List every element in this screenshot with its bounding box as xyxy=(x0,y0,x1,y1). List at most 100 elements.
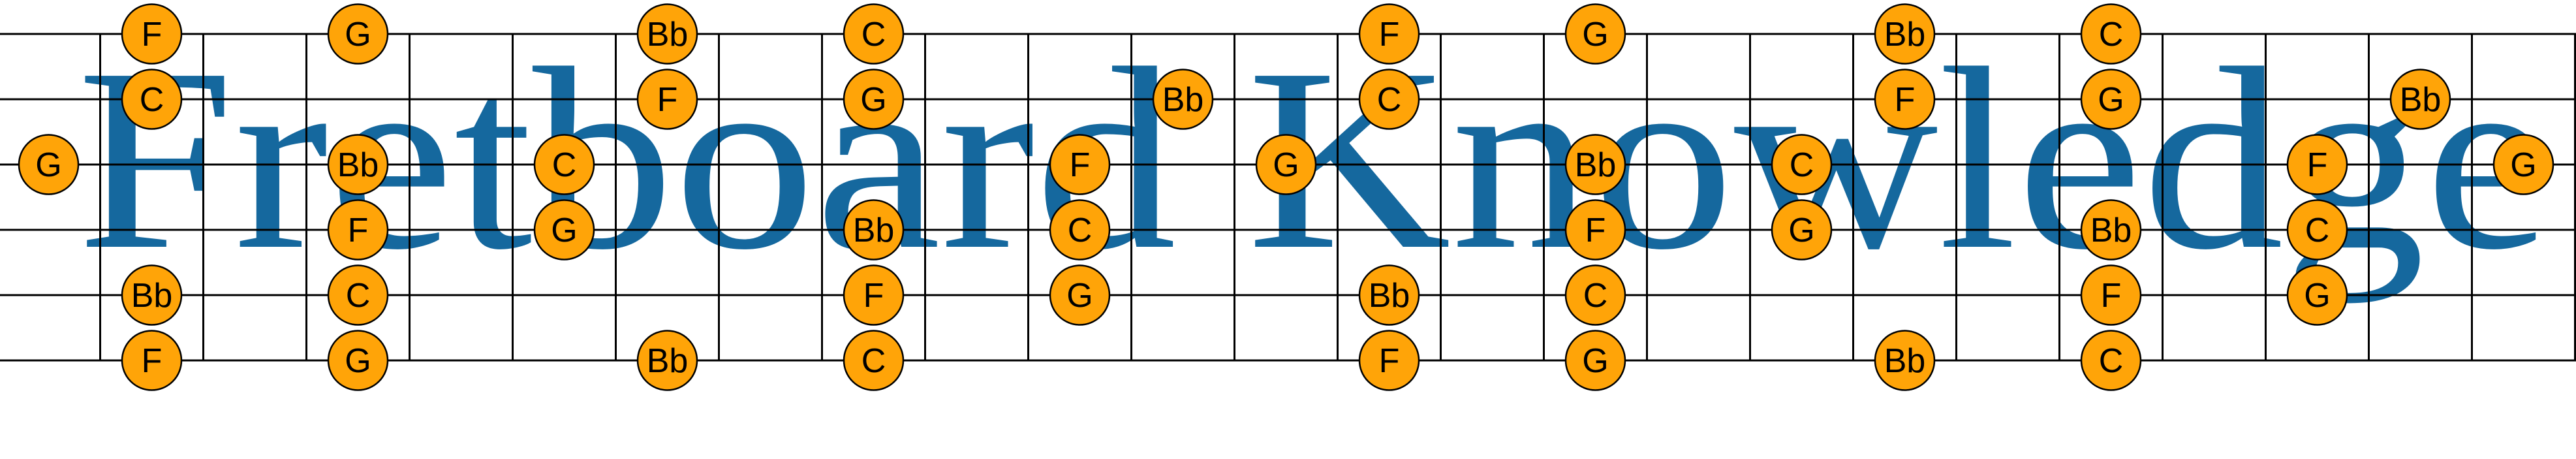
note-label: Bb xyxy=(1884,342,1926,380)
note-label: G xyxy=(2304,277,2330,315)
note-marker-G-s3-f12: G xyxy=(1255,134,1317,195)
note-circle xyxy=(1771,134,1833,195)
note-circle xyxy=(1358,69,1420,130)
note-circle xyxy=(2286,264,2348,326)
note-circle xyxy=(2286,134,2348,195)
note-marker-C-s2-f1: C xyxy=(121,69,183,130)
note-label: F xyxy=(1379,342,1400,380)
note-label: G xyxy=(1788,212,1814,249)
note-marker-C-s2-f13: C xyxy=(1358,69,1420,130)
note-marker-F-s5-f8: F xyxy=(843,264,905,326)
note-circle xyxy=(533,134,595,195)
note-circle xyxy=(1358,264,1420,326)
note-label: F xyxy=(1585,212,1606,249)
note-circle xyxy=(1049,264,1111,326)
note-circle xyxy=(2389,69,2451,130)
note-circle xyxy=(843,3,905,65)
note-label: G xyxy=(2098,81,2124,119)
note-circle xyxy=(327,199,389,261)
note-label: F xyxy=(1379,16,1400,54)
note-circle xyxy=(2080,330,2142,391)
note-circle xyxy=(121,3,183,65)
note-marker-Bb-s4-f8: Bb xyxy=(843,199,905,261)
note-marker-Bb-s6-f6: Bb xyxy=(636,330,698,391)
note-circle xyxy=(327,134,389,195)
note-circle xyxy=(1358,3,1420,65)
note-label: G xyxy=(345,16,371,54)
note-circle xyxy=(2080,264,2142,326)
note-circle xyxy=(2080,199,2142,261)
note-circle xyxy=(1874,3,1936,65)
note-marker-C-s5-f3: C xyxy=(327,264,389,326)
note-circle xyxy=(1874,330,1936,391)
note-label: C xyxy=(2099,16,2124,54)
note-label: C xyxy=(2099,342,2124,380)
note-label: F xyxy=(142,342,163,380)
note-marker-G-s5-f10: G xyxy=(1049,264,1111,326)
note-circle xyxy=(1049,134,1111,195)
note-label: Bb xyxy=(647,16,689,54)
note-label: F xyxy=(1070,146,1091,184)
note-label: F xyxy=(657,81,678,119)
note-marker-Bb-s1-f18: Bb xyxy=(1874,3,1936,65)
note-circle xyxy=(327,330,389,391)
note-label: F xyxy=(2101,277,2122,315)
note-marker-G-s1-f3: G xyxy=(327,3,389,65)
note-marker-G-s2-f20: G xyxy=(2080,69,2142,130)
note-marker-F-s3-f10: F xyxy=(1049,134,1111,195)
note-circle xyxy=(327,3,389,65)
note-marker-C-s4-f10: C xyxy=(1049,199,1111,261)
note-marker-C-s5-f15: C xyxy=(1564,264,1626,326)
note-label: Bb xyxy=(1369,277,1410,315)
note-circle xyxy=(636,330,698,391)
note-label: C xyxy=(861,342,886,380)
note-label: G xyxy=(1066,277,1093,315)
note-circle xyxy=(2080,3,2142,65)
note-marker-C-s4-f22: C xyxy=(2286,199,2348,261)
note-marker-F-s6-f13: F xyxy=(1358,330,1420,391)
note-label: G xyxy=(1582,342,1608,380)
note-circle xyxy=(121,264,183,326)
note-label: F xyxy=(348,212,369,249)
note-circle xyxy=(2080,69,2142,130)
note-circle xyxy=(843,264,905,326)
note-circle xyxy=(843,330,905,391)
note-marker-C-s1-f20: C xyxy=(2080,3,2142,65)
note-marker-G-s6-f15: G xyxy=(1564,330,1626,391)
note-label: Bb xyxy=(1162,81,1204,119)
note-marker-G-s6-f3: G xyxy=(327,330,389,391)
note-marker-G-s4-f17: G xyxy=(1771,199,1833,261)
note-circle xyxy=(121,69,183,130)
note-label: G xyxy=(35,146,61,184)
note-marker-G-s5-f22: G xyxy=(2286,264,2348,326)
note-marker-C-s6-f8: C xyxy=(843,330,905,391)
note-circle xyxy=(1564,199,1626,261)
note-marker-F-s2-f18: F xyxy=(1874,69,1936,130)
note-marker-G-s4-f5: G xyxy=(533,199,595,261)
note-label: Bb xyxy=(1884,16,1926,54)
note-circle xyxy=(2286,199,2348,261)
note-marker-Bb-s3-f15: Bb xyxy=(1564,134,1626,195)
note-label: F xyxy=(1895,81,1916,119)
note-marker-F-s6-f1: F xyxy=(121,330,183,391)
note-marker-F-s4-f3: F xyxy=(327,199,389,261)
note-circle xyxy=(1564,3,1626,65)
note-marker-Bb-s4-f20: Bb xyxy=(2080,199,2142,261)
note-label: Bb xyxy=(2090,212,2132,249)
note-marker-G-s2-f8: G xyxy=(843,69,905,130)
note-circle xyxy=(1152,69,1214,130)
note-label: G xyxy=(1273,146,1299,184)
note-label: C xyxy=(1583,277,1608,315)
note-marker-G-s3-f0: G xyxy=(18,134,80,195)
note-circle xyxy=(2492,134,2554,195)
note-label: G xyxy=(860,81,886,119)
note-label: Bb xyxy=(1575,146,1617,184)
note-marker-Bb-s6-f18: Bb xyxy=(1874,330,1936,391)
note-circle xyxy=(843,69,905,130)
note-circle xyxy=(1255,134,1317,195)
note-label: Bb xyxy=(337,146,379,184)
note-circle xyxy=(843,199,905,261)
note-label: G xyxy=(551,212,577,249)
